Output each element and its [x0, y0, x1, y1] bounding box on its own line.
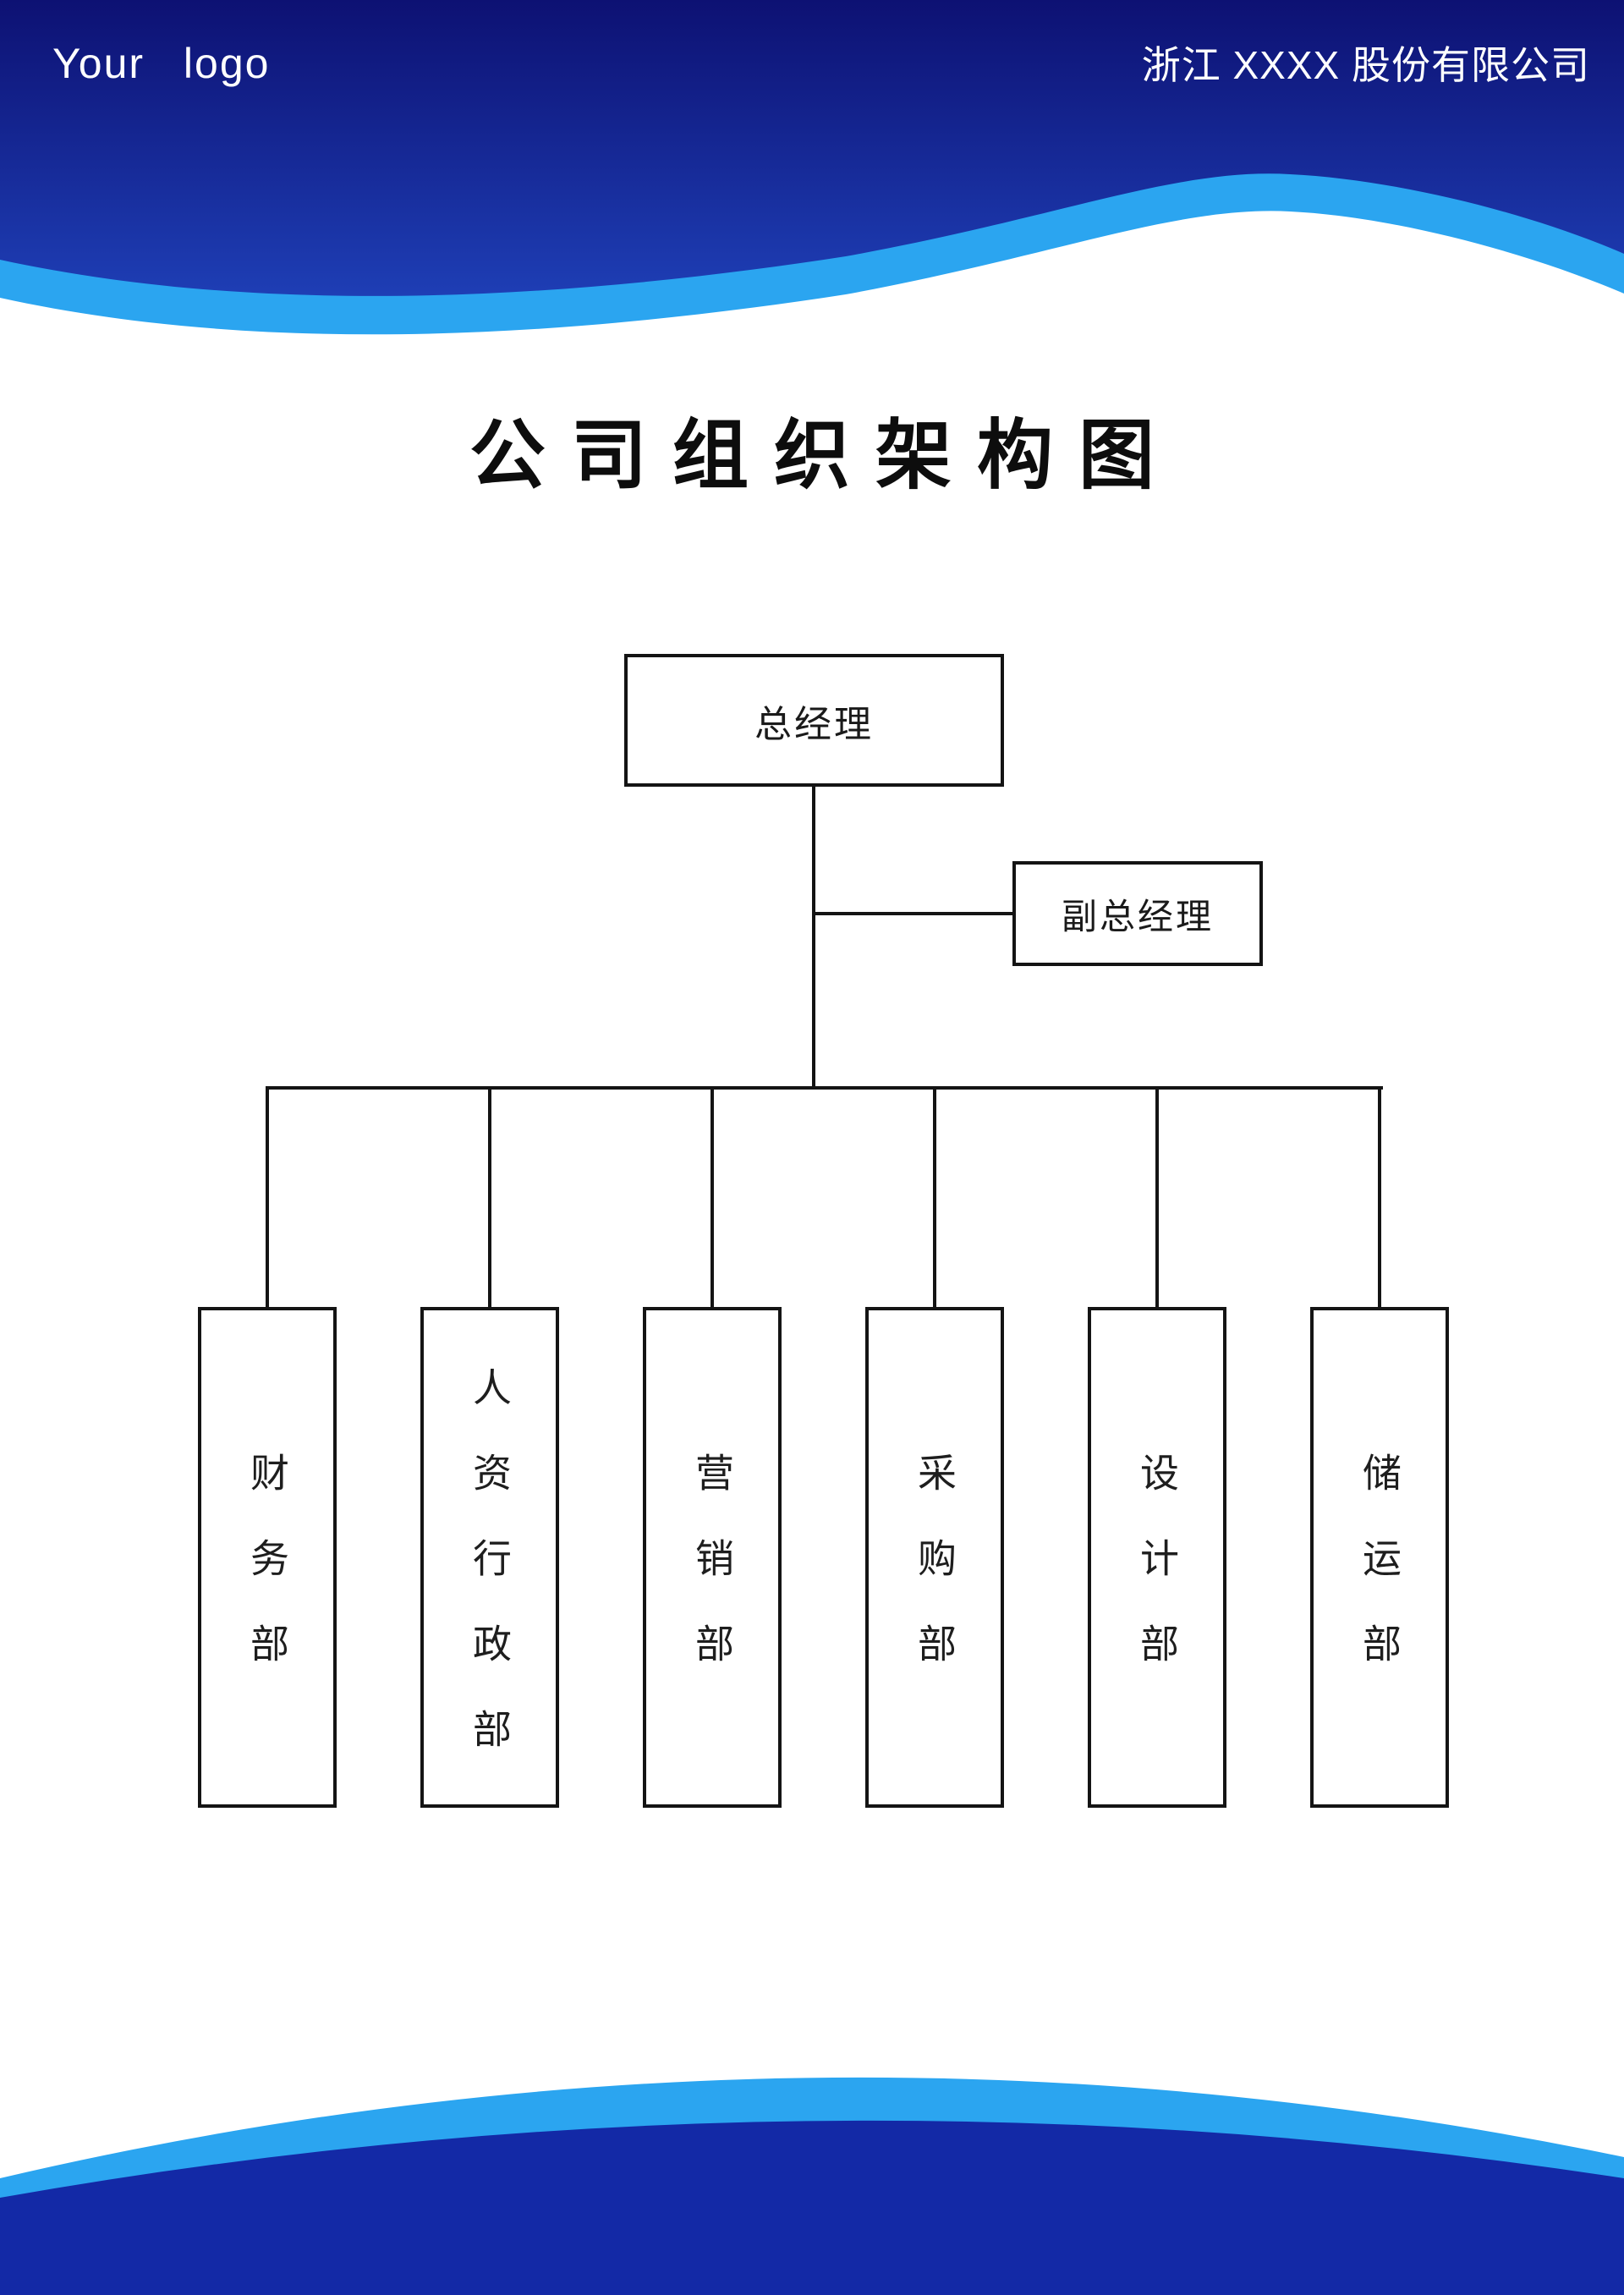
org-node-department: 人资行政部 — [420, 1307, 559, 1808]
logo-text: Your logo — [52, 40, 271, 87]
org-node-deputy-general-manager: 副总经理 — [1012, 861, 1263, 966]
org-node-label: 储运部 — [1358, 1452, 1402, 1709]
org-node-label: 设计部 — [1135, 1452, 1179, 1709]
connector-deputy-line — [814, 912, 1012, 915]
org-node-label: 采购部 — [913, 1452, 957, 1709]
org-node-department: 采购部 — [865, 1307, 1004, 1808]
connector-drop-line — [266, 1086, 269, 1310]
org-node-label: 总经理 — [754, 703, 874, 745]
header-wave-banner — [0, 0, 1624, 335]
org-node-label: 副总经理 — [1061, 896, 1214, 936]
company-name: 浙江 XXXX 股份有限公司 — [1141, 43, 1590, 87]
connector-distribution-line — [266, 1086, 1383, 1090]
org-node-department: 储运部 — [1310, 1307, 1449, 1808]
connector-trunk-line — [812, 787, 815, 1090]
connector-drop-line — [488, 1086, 491, 1310]
connector-drop-line — [933, 1086, 936, 1310]
org-node-department: 营销部 — [643, 1307, 782, 1808]
header-dark-wave — [0, 0, 1624, 296]
org-node-label: 财务部 — [245, 1452, 289, 1709]
org-node-department: 设计部 — [1088, 1307, 1226, 1808]
org-node-general-manager: 总经理 — [624, 654, 1004, 787]
connector-drop-line — [710, 1086, 714, 1310]
org-node-label: 人资行政部 — [468, 1367, 512, 1794]
org-node-label: 营销部 — [690, 1452, 734, 1709]
org-node-department: 财务部 — [198, 1307, 337, 1808]
page-title: 公司组织架构图 — [469, 414, 1180, 498]
footer-wave-banner — [0, 2077, 1624, 2295]
connector-drop-line — [1378, 1086, 1381, 1310]
footer-dark-arc — [0, 2120, 1624, 2295]
connector-drop-line — [1155, 1086, 1159, 1310]
